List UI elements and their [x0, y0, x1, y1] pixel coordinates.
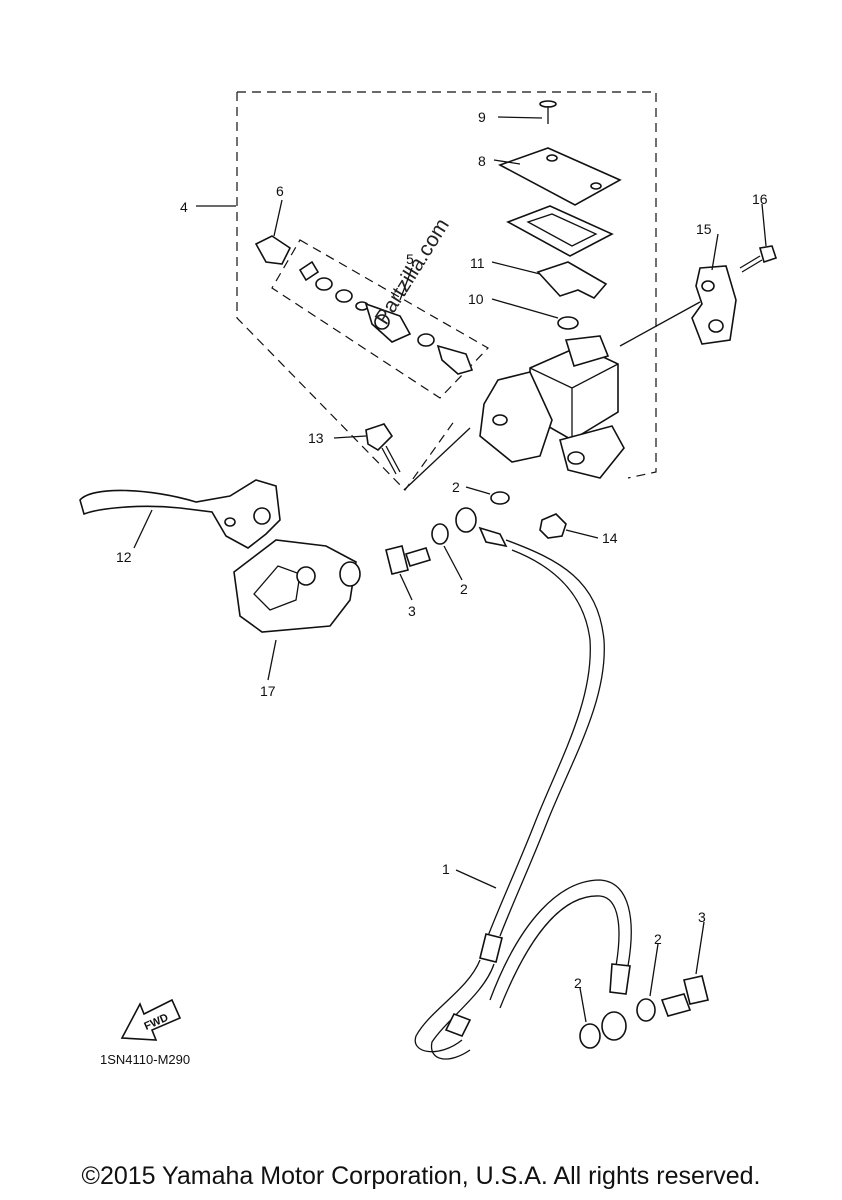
callout-16: 16	[752, 191, 768, 207]
callout-3-a: 3	[408, 603, 416, 619]
lever-cover-part	[233, 539, 361, 633]
copper-washer-part	[431, 523, 449, 545]
boot-part	[254, 235, 292, 265]
callout-11: 11	[470, 255, 485, 271]
piston-kit-parts	[298, 260, 474, 375]
copper-washer-part	[579, 1023, 601, 1049]
callout-9: 9	[478, 109, 486, 125]
copyright-notice: ©2015 Yamaha Motor Corporation, U.S.A. A…	[81, 1162, 761, 1190]
copper-washer-part	[636, 998, 656, 1022]
gasket-part	[536, 261, 608, 299]
diagram-code: 1SN4110-M290	[100, 1052, 190, 1067]
callout-12: 12	[116, 549, 132, 565]
callout-6: 6	[276, 183, 284, 199]
callout-2-b: 2	[460, 581, 468, 597]
callout-17: 17	[260, 683, 276, 699]
screw-part	[539, 100, 557, 124]
callout-2-a: 2	[452, 479, 460, 495]
callout-14: 14	[602, 530, 618, 546]
clamp-part	[691, 265, 737, 345]
union-bolt-part	[385, 545, 432, 575]
callout-2-d: 2	[654, 931, 662, 947]
callout-13: 13	[308, 430, 324, 446]
washer-part	[557, 316, 579, 330]
callout-15: 15	[696, 221, 712, 237]
brake-lever-part	[79, 479, 281, 549]
callout-5: 5	[406, 251, 414, 267]
watermark: Partzilla.com	[371, 215, 454, 329]
union-bolt-part	[660, 975, 709, 1017]
pivot-bolt-part	[365, 423, 401, 475]
callout-1: 1	[442, 861, 450, 877]
assembly-outline	[236, 91, 657, 491]
master-cylinder-body	[479, 335, 625, 479]
diaphragm-part	[506, 205, 614, 257]
callout-8: 8	[478, 153, 486, 169]
nut-part	[539, 513, 567, 539]
clamp-bolt-part	[739, 245, 778, 273]
callout-10: 10	[468, 291, 484, 307]
copper-washer-part	[490, 491, 510, 505]
piston-kit-outline	[271, 239, 489, 399]
callout-4: 4	[180, 199, 188, 215]
reservoir-cap-part	[498, 147, 622, 206]
fwd-arrow-icon: FWD	[120, 998, 182, 1041]
brake-hose-part	[414, 507, 632, 1060]
callout-3-b: 3	[698, 909, 706, 925]
callout-2-c: 2	[574, 975, 582, 991]
